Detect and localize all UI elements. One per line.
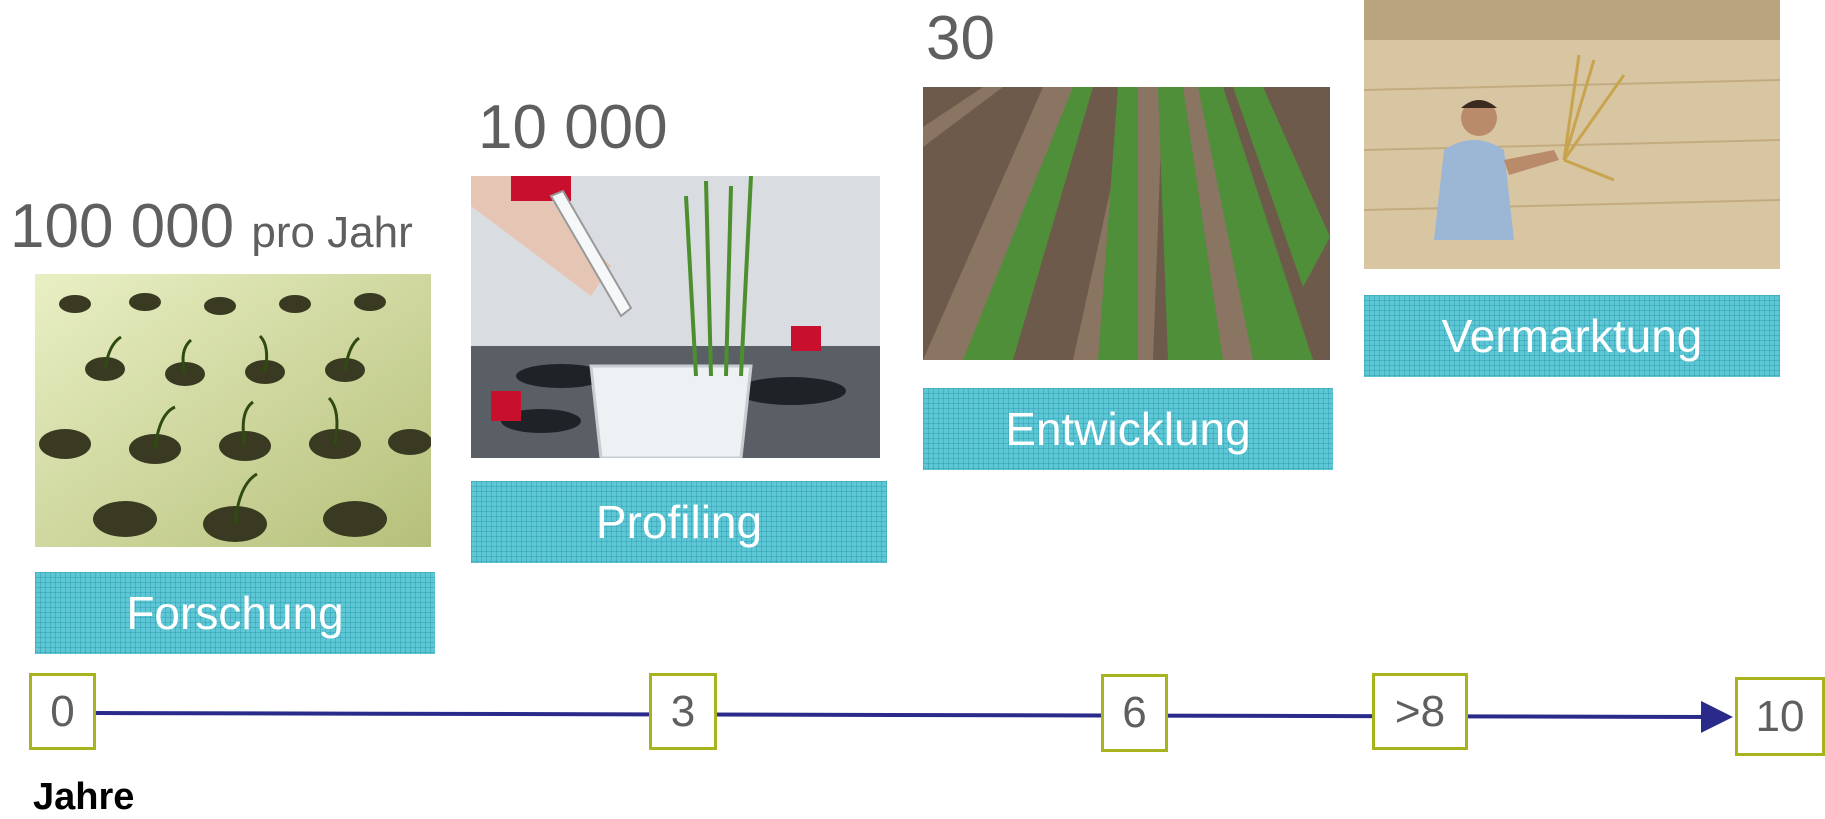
forschung-count-value: 100 000 bbox=[10, 192, 235, 261]
timeline-marker-0-label: 0 bbox=[50, 686, 75, 736]
stage-forschung-label: Forschung bbox=[126, 587, 344, 639]
farmer-wheat-field-photo bbox=[1364, 0, 1780, 269]
stage-profiling: Profiling bbox=[471, 481, 887, 563]
entwicklung-count: 30 bbox=[926, 8, 995, 70]
timeline-axis-label: Jahre bbox=[33, 776, 135, 818]
timeline-marker-8: >8 bbox=[1372, 673, 1468, 750]
stage-vermarktung: Vermarktung bbox=[1364, 295, 1780, 377]
profiling-count: 10 000 bbox=[478, 97, 668, 159]
timeline-marker-6-label: 6 bbox=[1122, 688, 1147, 737]
stage-entwicklung-label: Entwicklung bbox=[1005, 403, 1251, 455]
timeline-marker-3: 3 bbox=[649, 673, 717, 750]
stage-profiling-label: Profiling bbox=[595, 496, 763, 548]
stage-forschung: Forschung bbox=[35, 572, 435, 654]
timeline-marker-0: 0 bbox=[29, 673, 96, 750]
timeline-marker-6: 6 bbox=[1101, 674, 1168, 752]
seedlings-in-trays-photo bbox=[35, 274, 431, 547]
forschung-count-unit: pro Jahr bbox=[251, 208, 413, 257]
stage-vermarktung-label: Vermarktung bbox=[1441, 310, 1703, 362]
timeline-marker-10: 10 bbox=[1735, 677, 1825, 756]
profiling-count-value: 10 000 bbox=[478, 93, 668, 162]
timeline-marker-10-label: 10 bbox=[1755, 691, 1805, 741]
entwicklung-count-value: 30 bbox=[926, 4, 995, 73]
lab-pipette-photo bbox=[471, 176, 880, 458]
crop-rows-field-photo bbox=[923, 87, 1330, 360]
timeline-marker-8-label: >8 bbox=[1394, 686, 1446, 736]
timeline-marker-3-label: 3 bbox=[670, 686, 696, 736]
stage-entwicklung: Entwicklung bbox=[923, 388, 1333, 470]
forschung-count: 100 000 pro Jahr bbox=[10, 196, 413, 258]
